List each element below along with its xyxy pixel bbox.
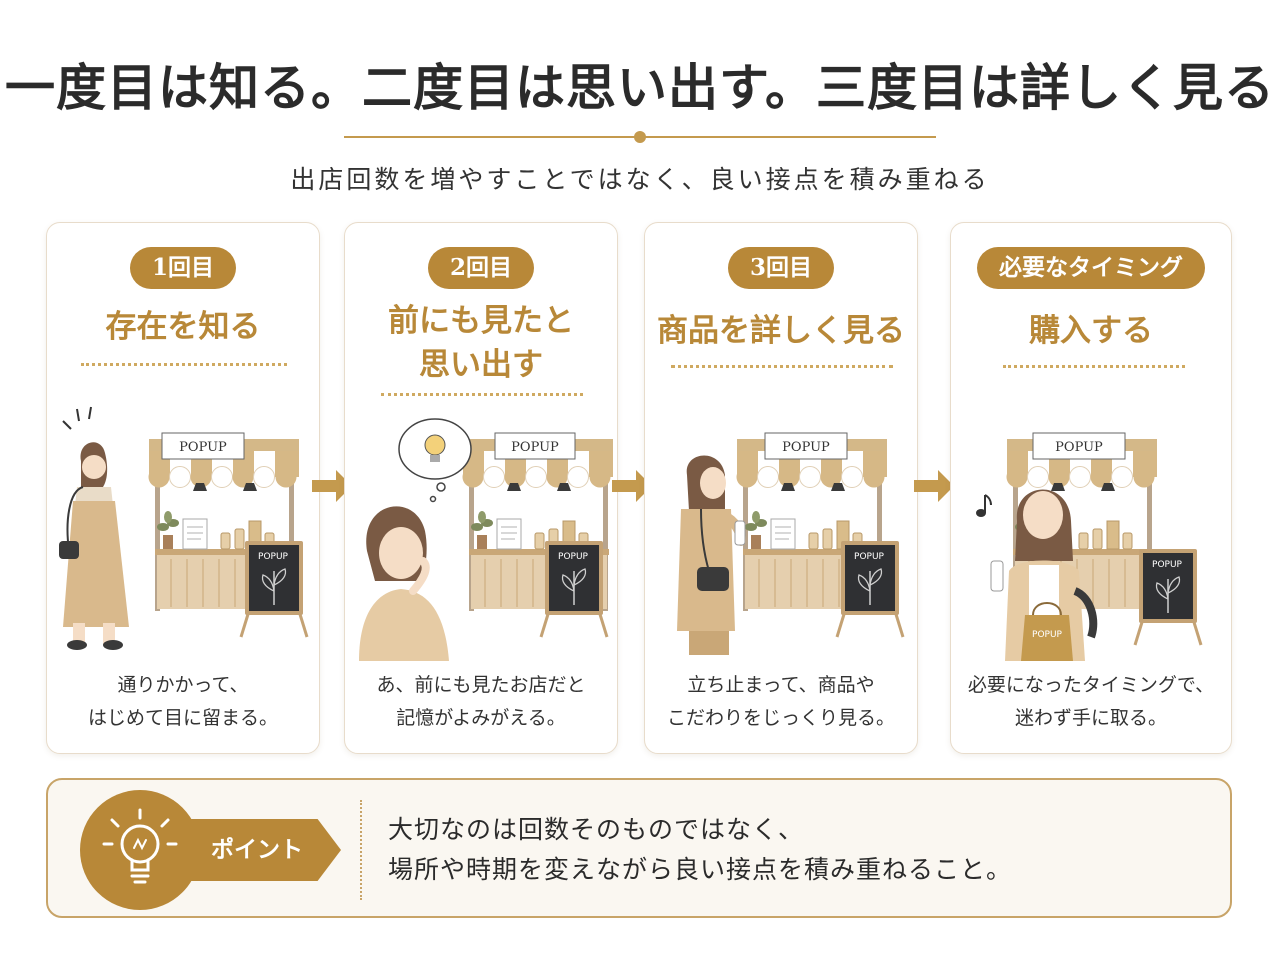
point-text: 大切なのは回数そのものではなく、 場所や時期を変えながら良い接点を積み重ねること… bbox=[388, 810, 1012, 890]
step-description: 必要になったタイミングで、 迷わず手に取る。 bbox=[951, 669, 1231, 735]
step-heading: 購入する bbox=[951, 309, 1231, 353]
step-description: 立ち止まって、商品や こだわりをじっくり見る。 bbox=[645, 669, 917, 735]
chalkboard-text: POPUP bbox=[854, 552, 885, 562]
step-description: 通りかかって、 はじめて目に留まる。 bbox=[47, 669, 319, 735]
lightbulb-icon bbox=[102, 808, 178, 884]
page-subtitle: 出店回数を増やすことではなく、良い接点を積み重ねる bbox=[290, 165, 990, 194]
scene-illustration: POPUP POPUP bbox=[59, 406, 309, 650]
thinking-lightbulb-icon bbox=[398, 418, 472, 503]
bottle bbox=[990, 560, 1004, 592]
step-description-line: 記憶がよみがえる。 bbox=[396, 707, 566, 729]
step-heading-line: 存在を知る bbox=[105, 309, 261, 345]
point-divider bbox=[360, 800, 362, 900]
chalkboard-text: POPUP bbox=[558, 552, 589, 562]
thinking-woman bbox=[359, 506, 449, 661]
heading-divider bbox=[81, 363, 287, 366]
step-heading: 商品を詳しく見る bbox=[645, 309, 917, 353]
browsing-woman bbox=[677, 455, 746, 655]
point-callout: ポイント 大切なのは回数そのものではなく、 場所や時期を変えながら良い接点を積み… bbox=[46, 778, 1232, 918]
title-divider-dot bbox=[634, 131, 646, 143]
heading-divider bbox=[381, 393, 583, 396]
step-badge: 必要なタイミング bbox=[977, 247, 1205, 289]
step-description-line: こだわりをじっくり見る。 bbox=[666, 707, 895, 729]
stall-sign bbox=[494, 432, 576, 460]
step-heading-line: 前にも見たと bbox=[388, 303, 574, 339]
step-card-2: 2回目 前にも見たと 思い出す POPUP POPUP あ、前にも見たお店だと … bbox=[344, 222, 618, 754]
step-heading-line: 商品を詳しく見る bbox=[657, 313, 905, 349]
step-heading: 存在を知る bbox=[47, 305, 319, 349]
step-heading-line: 購入する bbox=[1029, 313, 1153, 349]
heading-divider bbox=[1003, 365, 1185, 368]
stall-sign-text: POPUP bbox=[782, 440, 830, 455]
point-label: ポイント bbox=[185, 819, 341, 881]
bag-text: POPUP bbox=[1032, 630, 1063, 640]
step-card-3: 3回目 商品を詳しく見る POPUP POPUP 立ち止まって、商品や こだわり… bbox=[644, 222, 918, 754]
step-heading-line: 思い出す bbox=[419, 347, 543, 383]
heading-divider bbox=[671, 365, 893, 368]
arrow-right-icon bbox=[914, 470, 954, 502]
scene-illustration: POPUP POPUP POPUP bbox=[976, 432, 1203, 661]
shopping-woman bbox=[990, 489, 1098, 661]
step-badge: 1回目 bbox=[129, 247, 237, 289]
step-badge: 2回目 bbox=[427, 247, 535, 289]
step-heading: 前にも見たと 思い出す bbox=[345, 299, 617, 387]
walking-woman bbox=[59, 442, 129, 650]
lightbulb-badge bbox=[80, 790, 200, 910]
stall-sign bbox=[161, 432, 245, 460]
scene-illustration: POPUP POPUP bbox=[677, 432, 905, 655]
page-title: 一度目は知る。二度目は思い出す。三度目は詳しく見る bbox=[5, 58, 1275, 117]
step-card-4: 必要なタイミング 購入する POPUP POPUP POPUP 必要になったタイ… bbox=[950, 222, 1232, 754]
stall-sign bbox=[764, 432, 848, 460]
step-description-line: 通りかかって、 bbox=[117, 674, 249, 696]
step-description-line: 必要になったタイミングで、 bbox=[967, 674, 1215, 696]
step-description-line: 迷わず手に取る。 bbox=[1014, 707, 1167, 729]
chalkboard-text: POPUP bbox=[258, 552, 289, 562]
stall-sign-text: POPUP bbox=[179, 440, 227, 455]
music-note-icon bbox=[976, 494, 992, 517]
point-text-line: 大切なのは回数そのものではなく、 bbox=[388, 815, 805, 844]
stall-sign-text: POPUP bbox=[1055, 440, 1103, 455]
step-badge: 3回目 bbox=[727, 247, 835, 289]
stall-sign bbox=[1032, 432, 1126, 460]
surprise-lines-icon bbox=[62, 406, 92, 430]
step-description-line: あ、前にも見たお店だと bbox=[376, 674, 586, 696]
scene-illustration: POPUP POPUP bbox=[359, 418, 614, 661]
step-description-line: はじめて目に留まる。 bbox=[87, 707, 278, 729]
point-text-line: 場所や時期を変えながら良い接点を積み重ねること。 bbox=[388, 855, 1013, 884]
chalkboard-text: POPUP bbox=[1152, 560, 1183, 570]
step-description: あ、前にも見たお店だと 記憶がよみがえる。 bbox=[345, 669, 617, 735]
stall-sign-text: POPUP bbox=[511, 440, 559, 455]
step-description-line: 立ち止まって、商品や bbox=[687, 674, 875, 696]
step-card-1: 1回目 存在を知る POPUP POPUP 通りかかって、 はじめて目に bbox=[46, 222, 320, 754]
